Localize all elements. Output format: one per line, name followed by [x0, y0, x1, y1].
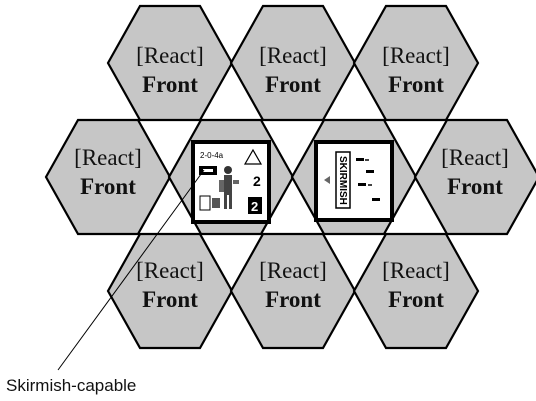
hex-top-center: [React] Front	[229, 4, 357, 122]
hex-label-front: Front	[388, 72, 444, 97]
warning-triangle-icon	[243, 148, 263, 165]
hex-middle-left: [React] Front	[44, 118, 172, 236]
hex-label-front: Front	[265, 287, 321, 312]
hex-bottom-left: [React] Front	[106, 232, 234, 350]
hex-label-react: [React]	[136, 258, 204, 283]
hex-bottom-center: [React] Front	[229, 232, 357, 350]
counter-side-number: 2	[253, 173, 261, 189]
arrow-left-icon	[324, 176, 330, 184]
hex-label-front: Front	[142, 287, 198, 312]
hex-label-front: Front	[447, 174, 503, 199]
hex-label-react: [React]	[259, 43, 327, 68]
unit-counter: SKIRMISH	[314, 140, 394, 222]
hex-bottom-right: [React] Front	[352, 232, 480, 350]
hex-label-front: Front	[80, 174, 136, 199]
hex-label-front: Front	[388, 287, 444, 312]
hex-label-react: [React]	[259, 258, 327, 283]
hex-label-react: [React]	[382, 43, 450, 68]
counter-bottom-number: 2	[251, 199, 258, 214]
hex-label-front: Front	[142, 72, 198, 97]
counter-top-text: 2-0-4a	[200, 151, 224, 160]
skirmish-unit-counter: 2-0-4a 2 2	[191, 140, 271, 224]
hex-label-react: [React]	[136, 43, 204, 68]
hex-label-react: [React]	[74, 145, 142, 170]
soldier-figure-icon	[224, 166, 232, 174]
counter-vertical-text: SKIRMISH	[337, 156, 348, 205]
hex-label-react: [React]	[441, 145, 509, 170]
annotation-leader-line	[57, 169, 205, 371]
hex-top-left: [React] Front	[106, 4, 234, 122]
hex-top-right: [React] Front	[352, 4, 480, 122]
hex-label-react: [React]	[382, 258, 450, 283]
hex-label-front: Front	[265, 72, 321, 97]
hex-middle-right: [React] Front	[413, 118, 536, 236]
skirmish-capable-caption: Skirmish-capable	[6, 376, 137, 395]
